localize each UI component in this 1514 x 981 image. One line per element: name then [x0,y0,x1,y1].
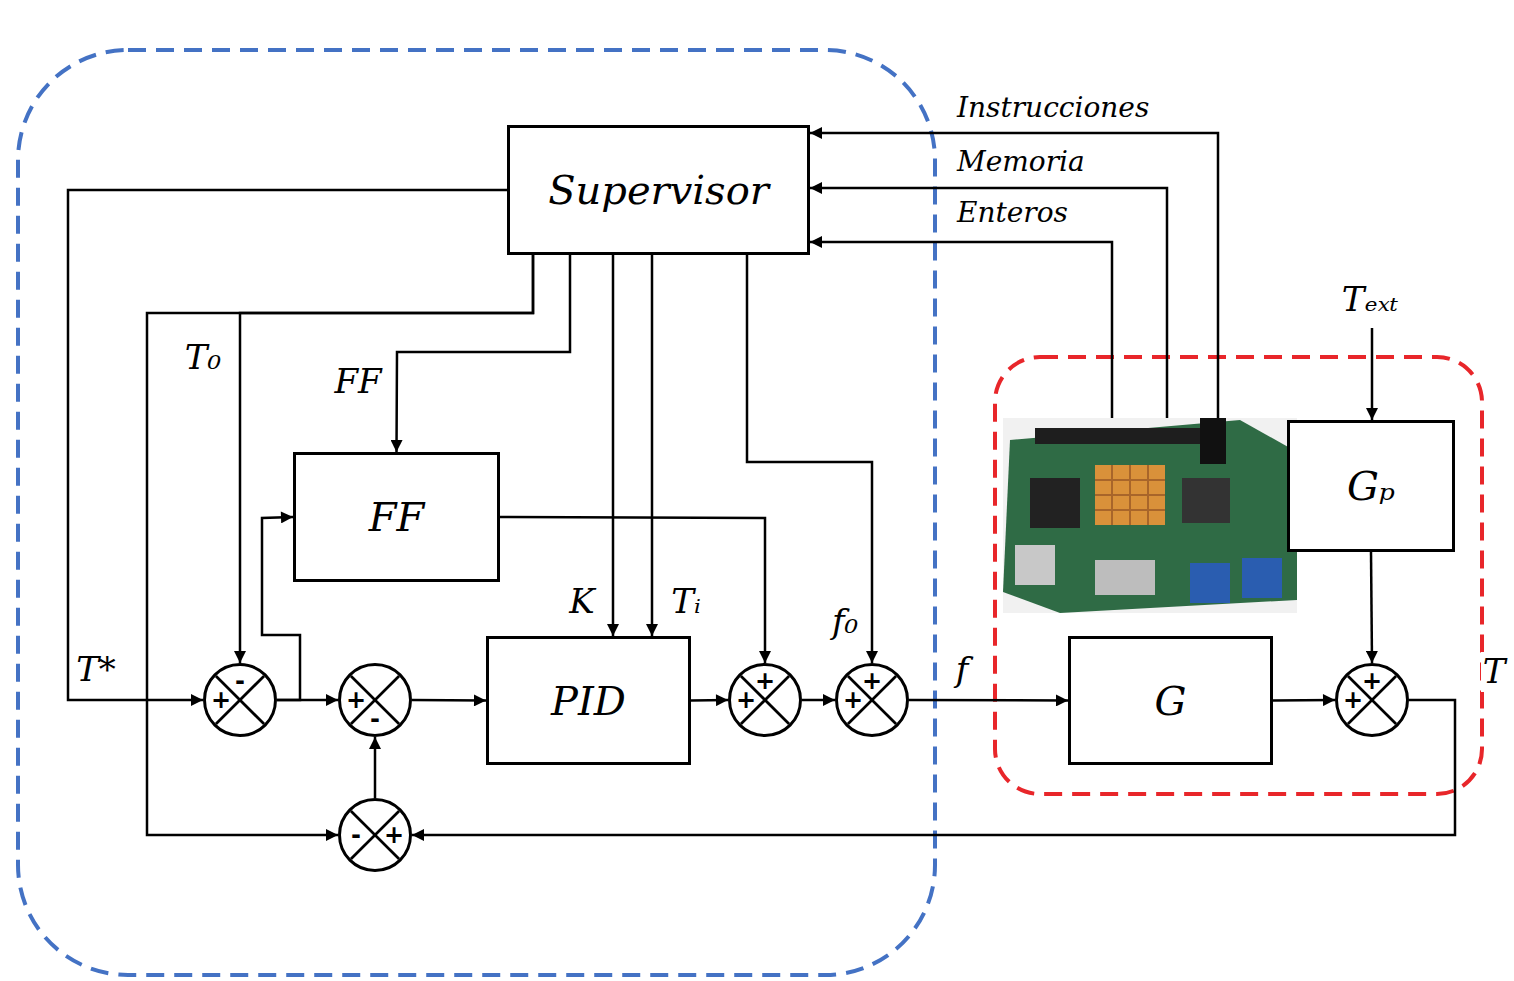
summing-junction: +- [338,663,412,737]
sign-symbol: - [370,707,380,731]
chip [1182,478,1230,523]
sign-symbol: + [736,688,756,712]
signal-label: FF [332,362,383,401]
signal-connector [1273,699,1335,702]
signal-line [810,242,1112,418]
pcb-board [1003,420,1297,613]
sign-symbol: + [346,688,366,712]
signal-connector [651,255,654,636]
usb-port [1190,563,1230,603]
sign-symbol: - [235,669,245,693]
signal-label: f₀ [830,602,860,641]
summing-junction: +- [203,663,277,737]
signal-connector [691,699,728,702]
signal-connector [240,255,533,663]
summing-junction: -+ [338,798,412,872]
signal-label: T* [74,650,118,689]
signal-connector [909,699,1068,702]
sign-symbol: + [211,688,231,712]
summing-junction: ++ [728,663,802,737]
sign-symbol: + [843,688,863,712]
plant-region [995,357,1482,794]
signal-label: Tᵢ [669,582,703,621]
signal-connector [1371,552,1372,663]
signal-label: K [567,582,596,621]
signal-connector [612,255,615,636]
chip [1030,478,1080,528]
sign-symbol: - [351,823,361,847]
signal-connector [68,190,507,700]
disturbance-label: Tₑₓₜ [1340,280,1400,319]
block-name: PID [551,679,626,723]
signal-connector [374,737,377,798]
block-name: FF [369,495,425,539]
block-name: Supervisor [548,168,769,212]
board-photo [1003,418,1297,613]
hdmi-port [1095,560,1155,595]
pin-header [1035,428,1210,444]
photo-ground [1003,418,1297,613]
sign-symbol: + [862,669,882,693]
signal-label: T₀ [183,338,223,377]
block-box: G [1068,636,1273,765]
power-cable [1200,418,1226,464]
sign-symbol: + [755,669,775,693]
disturbance-line [1371,328,1374,420]
signal-label: T [1481,652,1508,691]
signal-connector [397,255,571,452]
block-box: Supervisor [507,125,810,255]
block-name: Gₚ [1347,464,1395,508]
heatsink [1095,465,1165,525]
block-box: FF [293,452,500,582]
sign-symbol: + [1343,688,1363,712]
signal-label: f [954,650,971,689]
summing-junction: ++ [835,663,909,737]
signal-name: Enteros [955,197,1070,229]
sign-symbol: + [1362,669,1382,693]
sd-slot [1015,545,1055,585]
signal-name: Instrucciones [955,92,1151,124]
usb-port [1242,558,1282,598]
signal-line [810,188,1167,418]
signal-line [810,133,1218,418]
block-box: PID [486,636,691,765]
block-name: G [1155,679,1187,723]
summing-junction: ++ [1335,663,1409,737]
heatsink-grid [1095,465,1165,525]
block-box: Gₚ [1287,420,1455,552]
signal-connector [147,255,533,835]
signal-connector [802,699,835,702]
signal-name: Memoria [955,146,1087,178]
signal-connector [412,699,486,702]
sign-symbol: + [384,823,404,847]
